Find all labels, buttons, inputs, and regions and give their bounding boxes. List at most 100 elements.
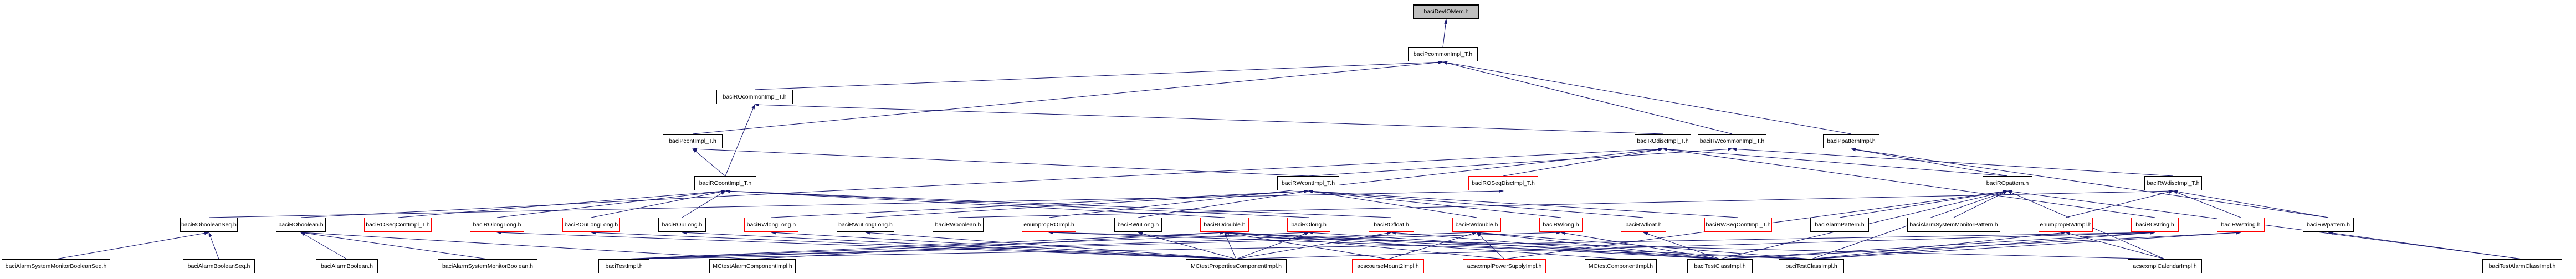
edge-rwpattern-to-ppattern bbox=[1851, 148, 2329, 218]
edge-acsexmplpower-to-rodouble bbox=[1224, 231, 1505, 260]
graph-node-roulonglong[interactable]: baciROuLongLong.h bbox=[562, 218, 620, 232]
graph-node-rwpattern[interactable]: baciRWpattern.h bbox=[2303, 218, 2354, 232]
edge-alarmpattern-to-ropattern bbox=[1839, 190, 2008, 218]
graph-node-bacitestalarmclass[interactable]: baciTestAlarmClassImpl.h bbox=[2482, 259, 2562, 273]
edge-mctestprops-to-roulonglong bbox=[591, 231, 1237, 260]
graph-node-bacitestimpl[interactable]: baciTestImpl.h bbox=[598, 259, 649, 273]
graph-node-rwlong[interactable]: baciRWlong.h bbox=[1539, 218, 1583, 232]
edge-bacitestclass2-to-rwdouble bbox=[1476, 231, 1812, 260]
edge-rwulonglong-to-rwcont bbox=[865, 189, 1309, 218]
edge-pcommon-to-devio bbox=[1442, 19, 1448, 48]
edge-roulong-to-rocont bbox=[682, 190, 726, 218]
edge-rocont-to-pcont bbox=[692, 148, 726, 177]
edge-bacitestimpl-to-rostring bbox=[623, 231, 2155, 260]
edge-alarmbooleanseq-to-robooleanseq bbox=[208, 232, 219, 260]
edge-mctestprops-to-rolong bbox=[1236, 232, 1309, 260]
graph-node-pcont[interactable]: baciPcontImpl_T.h bbox=[663, 134, 723, 148]
graph-node-rolonglong[interactable]: baciROlongLong.h bbox=[470, 218, 524, 232]
edge-bacitestclass1-to-rodouble bbox=[1224, 231, 1720, 260]
graph-node-rwdouble[interactable]: baciRWdouble.h bbox=[1452, 218, 1501, 232]
edge-rwlong-to-rwcont bbox=[1308, 189, 1561, 218]
graph-node-asmboolean[interactable]: baciAlarmSystemMonitorBoolean.h bbox=[438, 259, 537, 273]
graph-node-alarmsysmonpattern[interactable]: baciAlarmSystemMonitorPattern.h bbox=[1907, 218, 2000, 232]
graph-node-rwboolean[interactable]: baciRWboolean.h bbox=[933, 218, 984, 232]
graph-node-alarmbooleanseq[interactable]: baciAlarmBooleanSeq.h bbox=[183, 259, 255, 273]
graph-node-rocommon[interactable]: baciROcommonImpl_T.h bbox=[716, 90, 793, 104]
edge-mctestprops-to-rwlonglong bbox=[771, 231, 1237, 260]
edge-ropattern-to-ppattern bbox=[1851, 148, 2008, 177]
graph-node-rwfloat[interactable]: baciRWfloat.h bbox=[1621, 218, 1666, 232]
graph-node-roseqdisc[interactable]: baciROSeqDiscImpl_T.h bbox=[1468, 176, 1538, 190]
edge-enumpropro-to-rodisc bbox=[1048, 147, 1663, 218]
graph-node-acscoursemount2[interactable]: acscourseMount2Impl.h bbox=[1352, 259, 1424, 273]
graph-node-mctestalarm[interactable]: MCtestAlarmComponentImpl.h bbox=[709, 259, 796, 273]
graph-node-rocont[interactable]: baciROcontImpl_T.h bbox=[694, 176, 756, 190]
edge-roboolean-to-rodisc bbox=[300, 147, 1663, 218]
graph-node-rwlonglong[interactable]: baciRWlongLong.h bbox=[744, 218, 798, 232]
graph-node-ropattern[interactable]: baciROpattern.h bbox=[1983, 176, 2032, 190]
edge-mctestprops-to-rofloat bbox=[1236, 231, 1392, 260]
graph-node-rolong[interactable]: baciROlong.h bbox=[1287, 218, 1330, 232]
graph-node-alarmboolean[interactable]: baciAlarmBoolean.h bbox=[316, 259, 378, 273]
graph-node-acsexmplpower[interactable]: acsexmplPowerSupplyImpl.h bbox=[1463, 259, 1546, 273]
edge-acscoursemount2-to-rodouble bbox=[1224, 231, 1389, 260]
graph-node-bacitestclass1[interactable]: baciTestClassImpl.h bbox=[1687, 259, 1753, 273]
graph-node-roseqcont[interactable]: baciROSeqContImpl_T.h bbox=[364, 218, 432, 232]
edge-mctestprops-to-rwulong bbox=[1138, 232, 1237, 260]
edge-mctestalarm-to-roboolean bbox=[300, 231, 753, 260]
edge-bacitestimpl-to-rwlong bbox=[623, 231, 1561, 260]
graph-node-rwulong[interactable]: baciRWuLong.h bbox=[1114, 218, 1162, 232]
edge-alarmsysmonpattern-to-ropattern bbox=[1953, 190, 2008, 218]
graph-node-rostring[interactable]: baciROstring.h bbox=[2131, 218, 2179, 232]
graph-node-rodisc[interactable]: baciROdiscImpl_T.h bbox=[1635, 134, 1691, 148]
edge-bacitestalarmclass-to-rwpattern bbox=[2328, 231, 2523, 260]
edge-asmboolean-to-roboolean bbox=[300, 231, 488, 260]
graph-node-rwcont[interactable]: baciRWcontImpl_T.h bbox=[1277, 176, 1339, 190]
edge-rwseqcont-to-rwcont bbox=[1308, 189, 1739, 218]
edge-rostring-to-rodisc bbox=[1662, 148, 2155, 218]
graph-node-rodouble[interactable]: baciROdouble.h bbox=[1200, 218, 1249, 232]
graph-node-rwseqcont[interactable]: baciRWSeqContImpl_T.h bbox=[1704, 218, 1772, 232]
edge-rodouble-to-rocont bbox=[725, 189, 1225, 218]
edge-ppattern-to-pcommon bbox=[1442, 61, 1852, 135]
graph-node-roulong[interactable]: baciROuLong.h bbox=[658, 218, 706, 232]
graph-node-rwstring[interactable]: baciRWstring.h bbox=[2217, 218, 2265, 232]
graph-node-pcommon[interactable]: baciPcommonImpl_T.h bbox=[1408, 47, 1478, 61]
graph-node-alarmpattern[interactable]: baciAlarmPattern.h bbox=[1810, 218, 1869, 232]
edge-mctestprops-to-roulong bbox=[682, 231, 1237, 260]
edge-rocont-to-rocommon bbox=[725, 104, 755, 177]
graph-node-devio: baciDevIOMem.h bbox=[1413, 4, 1479, 19]
edge-rwlonglong-to-rwcont bbox=[771, 189, 1309, 218]
edge-rofloat-to-rocont bbox=[725, 189, 1392, 218]
graph-node-roboolean[interactable]: baciROboolean.h bbox=[276, 218, 326, 232]
edge-enumproprw-to-rwdisc bbox=[2065, 190, 2174, 218]
graph-node-rwulonglong[interactable]: baciRWuLongLong.h bbox=[837, 218, 894, 232]
graph-node-enumproprw[interactable]: enumpropRWImpl.h bbox=[2039, 218, 2093, 232]
edge-pcont-to-pcommon bbox=[692, 60, 1443, 135]
edge-bacitestclass2-to-enumpropro bbox=[1048, 231, 1812, 260]
edge-bacitestclass1-to-rofloat bbox=[1391, 231, 1720, 260]
edge-rwdouble-to-rwcont bbox=[1308, 190, 1477, 218]
edge-mctestprops-to-rwulonglong bbox=[865, 231, 1237, 260]
graph-node-mctestcomp[interactable]: MCtestComponentImpl.h bbox=[1585, 259, 1657, 273]
graph-node-mctestprops[interactable]: MCtestPropertiesComponentImpl.h bbox=[1186, 259, 1287, 273]
edge-rwulong-to-rwcont bbox=[1138, 190, 1309, 218]
graph-node-enumpropro[interactable]: enumpropROImpl.h bbox=[1022, 218, 1076, 232]
edge-acsexmplpower-to-rwdouble bbox=[1476, 232, 1505, 260]
edge-rwpattern-to-rwdisc bbox=[2173, 190, 2329, 218]
graph-node-ppattern[interactable]: baciPpatternImpl.h bbox=[1823, 134, 1879, 148]
edge-rwboolean-to-rwdisc bbox=[957, 189, 2174, 218]
graph-node-rwcommon[interactable]: baciRWcommonImpl_T.h bbox=[1698, 134, 1766, 148]
graph-node-asmbseq[interactable]: baciAlarmSystemMonitorBooleanSeq.h bbox=[2, 259, 110, 273]
graph-node-bacitestclass2[interactable]: baciTestClassImpl.h bbox=[1779, 259, 1844, 273]
graph-node-robooleanseq[interactable]: baciRObooleanSeq.h bbox=[180, 218, 238, 232]
graph-node-acsexmplcalendar[interactable]: acsexmplCalendarImpl.h bbox=[2128, 259, 2202, 273]
edge-bacitestclass2-to-enumproprw bbox=[1811, 231, 2066, 260]
edge-bacitestclass2-to-rwstring bbox=[1811, 231, 2241, 260]
graph-node-rofloat[interactable]: baciROfloat.h bbox=[1369, 218, 1414, 232]
edge-rwstring-to-rwdisc bbox=[2173, 190, 2241, 218]
edge-bacitestclass1-to-rwlong bbox=[1560, 231, 1720, 260]
graph-node-rwdisc[interactable]: baciRWdiscImpl_T.h bbox=[2144, 176, 2202, 190]
